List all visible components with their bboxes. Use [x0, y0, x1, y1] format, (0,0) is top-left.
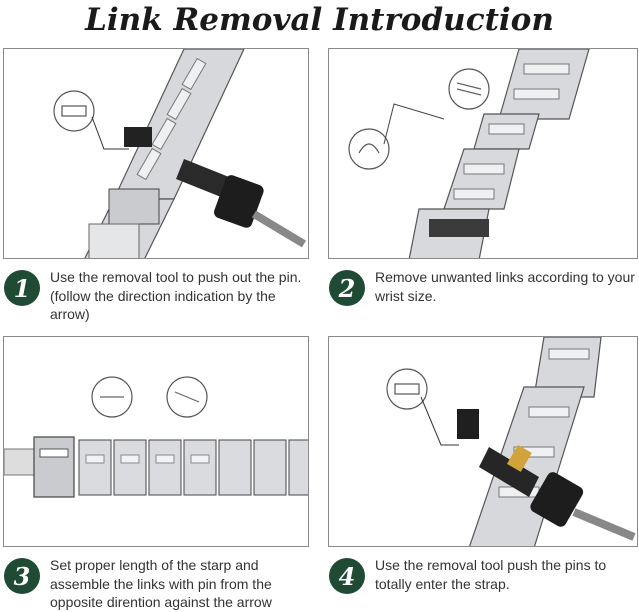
- step-2-badge: 2: [329, 270, 365, 306]
- step-1-illustration: [3, 48, 309, 259]
- step-4: 4 Use the removal tool push the pins to …: [329, 556, 635, 594]
- page-title: Link Removal Introduction: [85, 2, 554, 38]
- step-2-text: Remove unwanted links according to your …: [375, 269, 635, 304]
- step-1: 1 Use the removal tool to push out the p…: [4, 268, 304, 324]
- step-4-illustration: [328, 336, 638, 547]
- step-1-badge: 1: [4, 270, 40, 306]
- step-3: 3 Set proper length of the starp and ass…: [4, 556, 304, 612]
- step-1-text: Use the removal tool to push out the pin…: [50, 269, 302, 322]
- step-4-badge: 4: [329, 558, 365, 594]
- step-4-text: Use the removal tool push the pins to to…: [375, 557, 607, 592]
- step-3-illustration: [3, 336, 309, 547]
- step-3-text: Set proper length of the starp and assem…: [50, 557, 272, 610]
- step-2-illustration: [328, 48, 638, 259]
- step-2: 2 Remove unwanted links according to you…: [329, 268, 635, 306]
- step-3-badge: 3: [4, 558, 40, 594]
